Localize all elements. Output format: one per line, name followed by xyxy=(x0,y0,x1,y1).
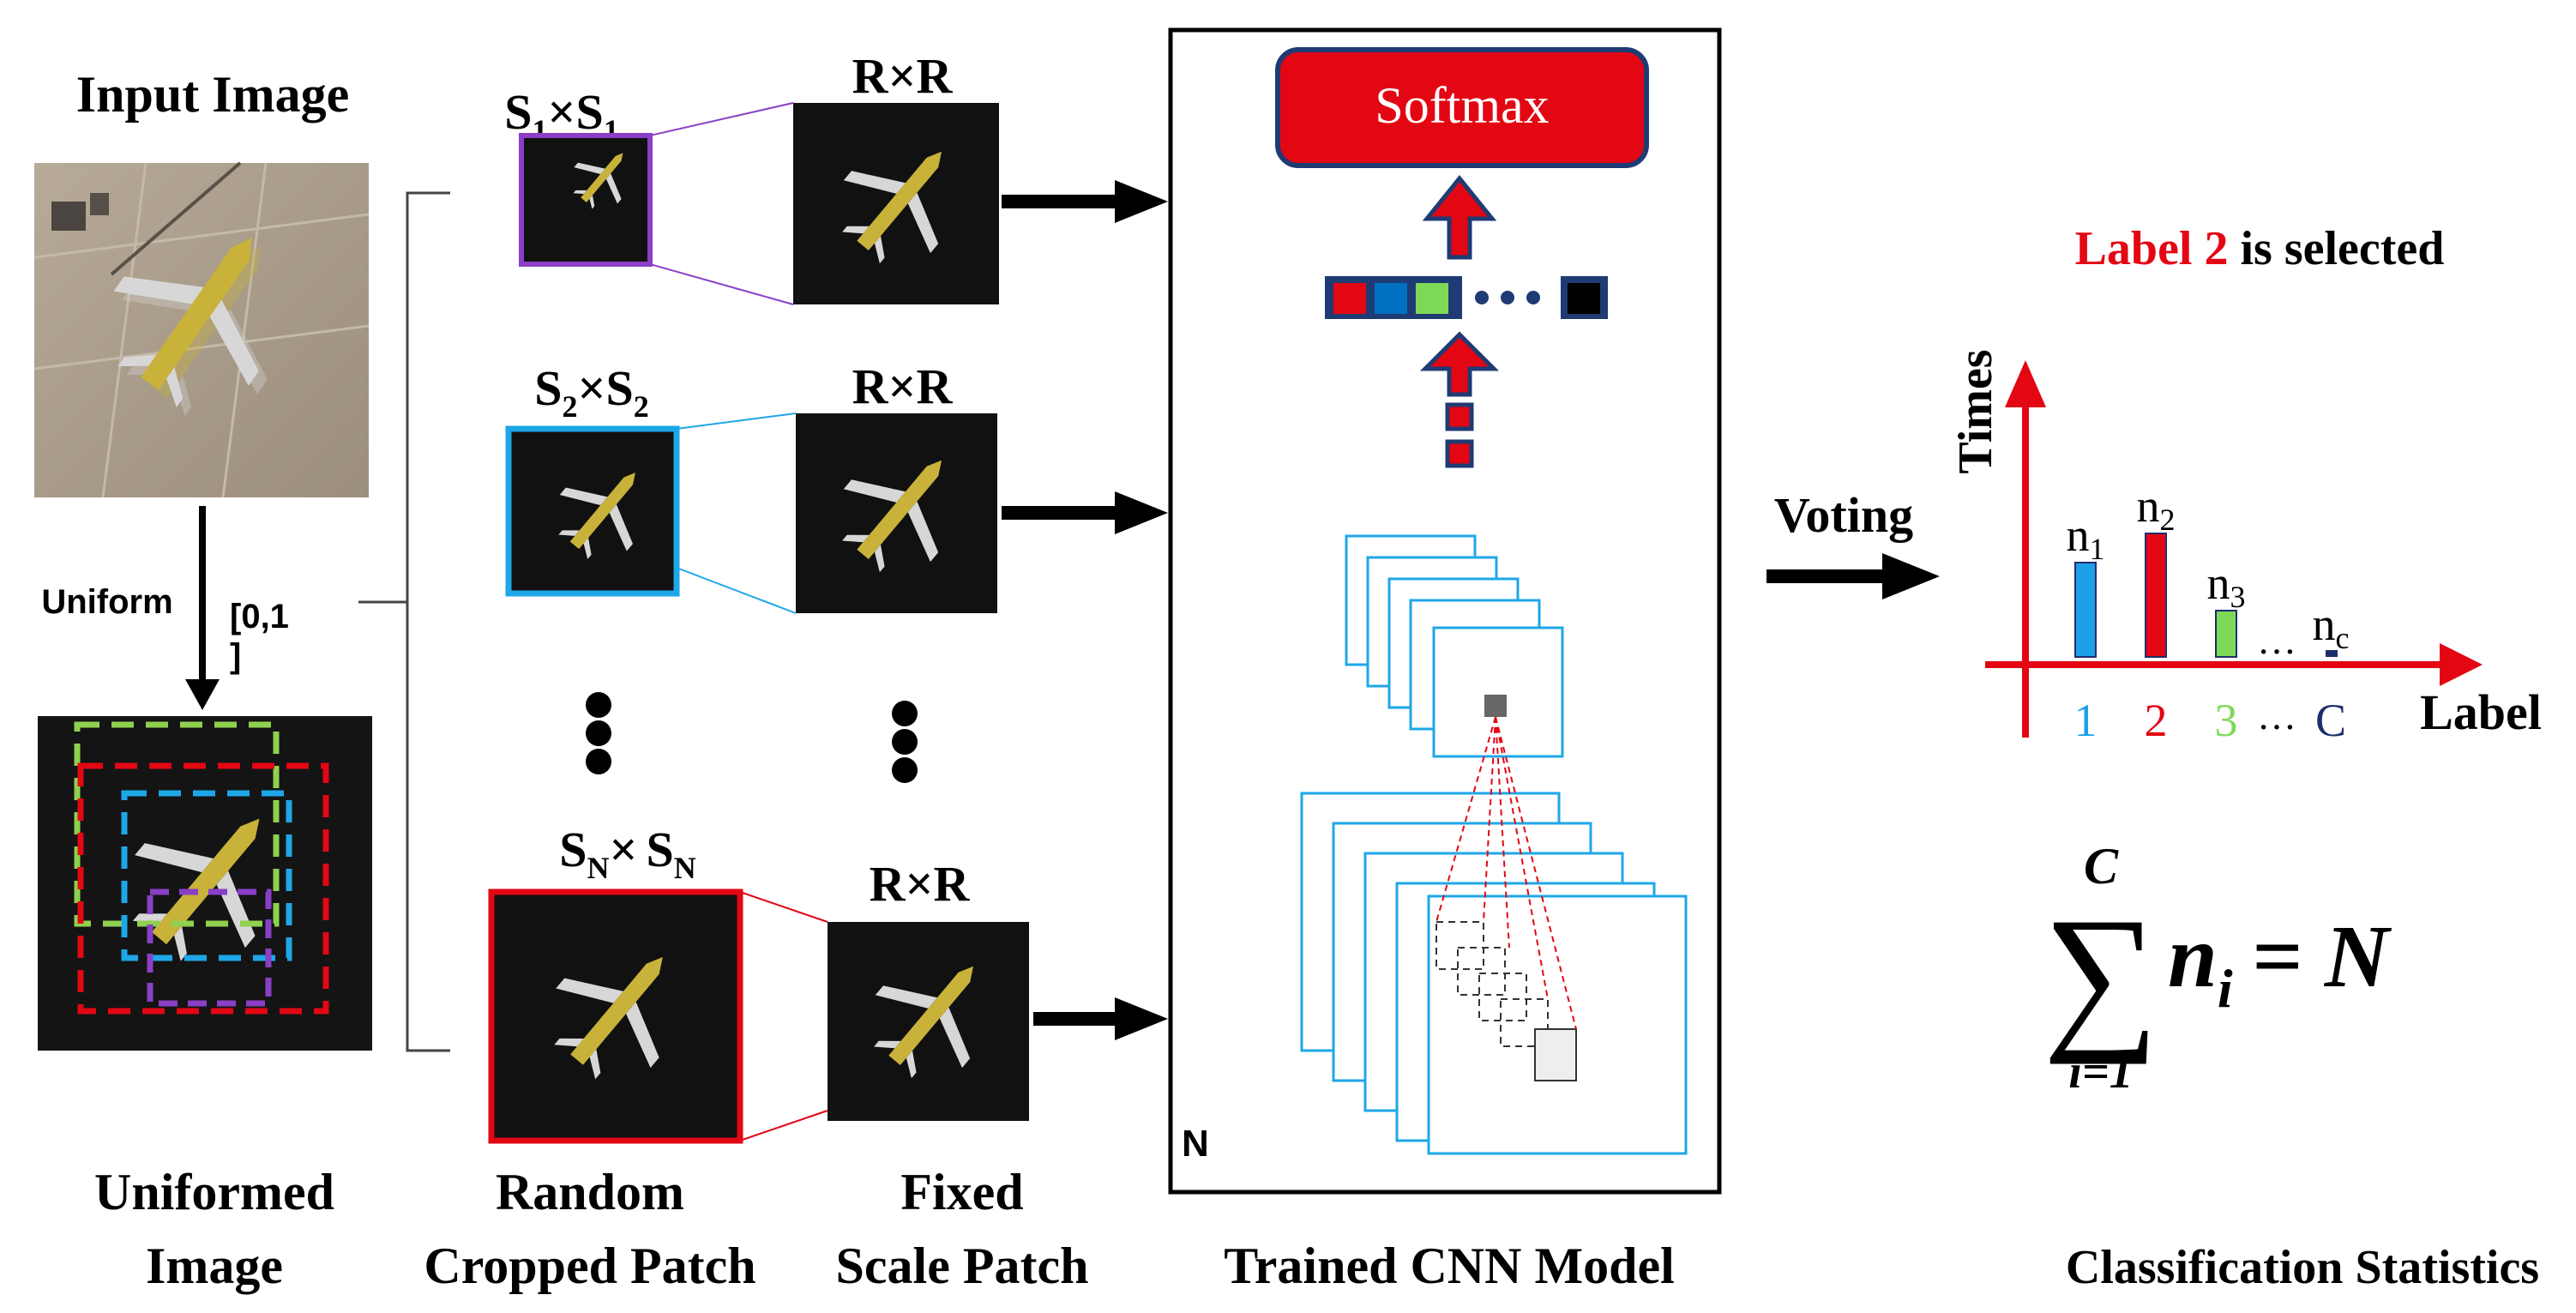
fixed-scale-caption-line1: Fixed xyxy=(900,1164,1023,1220)
fixed-size-label-n: R×R xyxy=(870,856,971,912)
conv-to-feature-arrow xyxy=(1419,331,1500,397)
bar-count-label-2: n2 xyxy=(2137,480,2176,537)
conv-layer-stack-upper xyxy=(1345,534,1564,758)
bar-count-label-c: nc xyxy=(2313,599,2350,655)
crop-ellipsis xyxy=(586,692,611,774)
bar-ellipsis: … xyxy=(2257,618,2296,662)
fixed-ellipsis xyxy=(892,701,918,783)
random-crop-caption-line2: Cropped Patch xyxy=(424,1238,755,1294)
uniformed-image xyxy=(38,716,372,1051)
bar-3 xyxy=(2215,610,2237,658)
crop-bracket xyxy=(406,191,450,1052)
patch-to-cnn-arrows xyxy=(1002,180,1168,1040)
x-tick-label-1: 1 xyxy=(2074,695,2098,746)
x-tick-ellipsis: … xyxy=(2257,694,2296,738)
uniform-label: Uniform xyxy=(41,583,172,621)
feature-to-softmax-arrow xyxy=(1422,175,1497,260)
sum-term: ni= N xyxy=(2168,907,2392,1019)
voting-label: Voting xyxy=(1774,487,1913,543)
crop-size-label-1: S1×S1 xyxy=(504,84,619,148)
feature-vector xyxy=(1325,276,1608,319)
receptive-field-target xyxy=(1534,1028,1577,1081)
voting-arrow xyxy=(1766,553,1940,599)
sum-formula: C ∑ i=1 ni= N xyxy=(2043,838,2392,1099)
bar-2 xyxy=(2145,533,2167,658)
fixed-size-label-1: R×R xyxy=(852,48,954,104)
cnn-n-label: N xyxy=(1182,1123,1209,1165)
x-axis-title: Label xyxy=(2420,684,2542,740)
x-tick-label-2: 2 xyxy=(2145,695,2168,746)
conv-kernel-unit xyxy=(1484,695,1507,717)
fixed-scale-patch-n xyxy=(828,922,1029,1121)
random-crop-patch-1 xyxy=(519,133,653,267)
y-axis-arrowhead xyxy=(2005,360,2046,407)
x-tick-label-3: 3 xyxy=(2215,695,2238,746)
bar-count-label-1: n1 xyxy=(2067,509,2105,566)
bar-count-label-3: n3 xyxy=(2207,557,2246,614)
fixed-scale-patch-2 xyxy=(796,413,997,613)
x-tick-label-c: C xyxy=(2315,695,2346,746)
crop-size-label-n: SN×SN xyxy=(559,822,696,885)
sum-symbol: ∑ xyxy=(2043,885,2158,1065)
dense-dots xyxy=(1445,402,1474,468)
random-crop-patch-n xyxy=(488,888,743,1144)
sum-upper-limit: C xyxy=(2084,838,2119,894)
fixed-size-label-2: R×R xyxy=(852,358,954,414)
y-axis-title: Times xyxy=(1949,349,2002,473)
receptive-field-lines xyxy=(1435,716,1577,1030)
classification-caption: Classification Statistics xyxy=(2066,1241,2539,1294)
input-image-title: Input Image xyxy=(76,66,349,123)
fixed-scale-patch-1 xyxy=(793,103,999,304)
random-crop-patch-2 xyxy=(505,425,680,597)
crop-size-label-2: S2×S2 xyxy=(534,360,649,424)
uniformed-image-caption-line2: Image xyxy=(146,1238,283,1294)
uniformed-image-caption-line1: Uniformed xyxy=(94,1164,334,1220)
bar-1 xyxy=(2074,562,2097,658)
softmax-block: Softmax xyxy=(1275,47,1649,168)
range-close: ] xyxy=(230,637,241,675)
cnn-caption: Trained CNN Model xyxy=(1224,1238,1675,1294)
x-axis-arrowhead xyxy=(2440,643,2483,686)
fixed-scale-caption-line2: Scale Patch xyxy=(836,1238,1089,1294)
vote-histogram: Times Label n1 1 n2 2 n3 3 … … ncC xyxy=(1949,349,2542,746)
random-crop-caption-line1: Random xyxy=(496,1164,684,1220)
conv-layer-stack-lower xyxy=(1300,792,1688,1155)
input-image xyxy=(33,161,370,498)
range-label: [0,1 xyxy=(230,598,289,635)
sum-lower-limit: i=1 xyxy=(2068,1045,2133,1099)
bar-c xyxy=(2326,650,2338,657)
softmax-label: Softmax xyxy=(1375,77,1549,134)
